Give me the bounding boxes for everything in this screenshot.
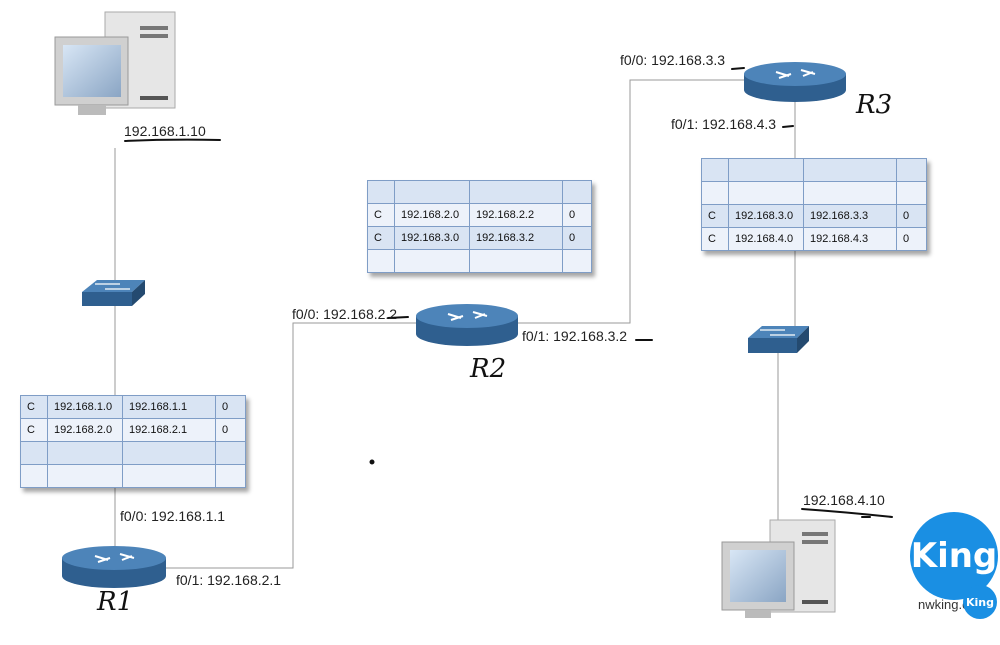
table-row: C 192.168.2.0 192.168.2.2 0 xyxy=(367,203,592,227)
table-row xyxy=(367,249,592,273)
r1-f01-label: f0/1: 192.168.2.1 xyxy=(176,572,282,588)
r3-name: R3 xyxy=(856,90,893,120)
table-row xyxy=(20,464,246,488)
handwritten-marks xyxy=(124,67,893,518)
switch-2-icon xyxy=(748,326,809,353)
king-mini-logo: King xyxy=(963,585,997,619)
r1-name: R1 xyxy=(97,587,134,617)
router-r3-icon xyxy=(744,62,846,102)
switch-1-icon xyxy=(82,280,145,306)
table-row: C 192.168.3.0 192.168.3.3 0 xyxy=(701,204,927,228)
r2-f00-label: f0/0: 192.168.2.2 xyxy=(292,306,398,322)
table-row: C 192.168.3.0 192.168.3.2 0 xyxy=(367,226,592,250)
table-row xyxy=(367,180,592,204)
table-row xyxy=(701,158,927,182)
pc-bottom-ip-label: 192.168.4.10 xyxy=(803,492,885,508)
table-row xyxy=(20,441,246,465)
r3-f00-label: f0/0: 192.168.3.3 xyxy=(620,52,726,68)
table-row: C 192.168.1.0 192.168.1.1 0 xyxy=(20,395,246,419)
router-r2-icon xyxy=(416,304,518,346)
table-row: C 192.168.2.0 192.168.2.1 0 xyxy=(20,418,246,442)
r1-f00-label: f0/0: 192.168.1.1 xyxy=(120,508,226,524)
king-logo: King xyxy=(910,512,998,600)
pc-top-icon xyxy=(54,11,176,115)
link-r1-r2 xyxy=(165,322,418,569)
r1-routing-table: C 192.168.1.0 192.168.1.1 0 C 192.168.2.… xyxy=(20,395,246,488)
pc-top-ip-label: 192.168.1.10 xyxy=(124,123,206,139)
r3-routing-table: C 192.168.3.0 192.168.3.3 0 C 192.168.4.… xyxy=(701,158,927,251)
router-r1-icon xyxy=(62,546,166,588)
r2-f01-label: f0/1: 192.168.3.2 xyxy=(522,328,628,344)
r2-name: R2 xyxy=(470,354,507,384)
link-r2-r3 xyxy=(518,79,744,324)
r3-f01-label: f0/1: 192.168.4.3 xyxy=(671,116,777,132)
pc-bottom-icon xyxy=(721,519,836,618)
r2-routing-table: C 192.168.2.0 192.168.2.2 0 C 192.168.3.… xyxy=(367,180,592,273)
table-row xyxy=(701,181,927,205)
table-row: C 192.168.4.0 192.168.4.3 0 xyxy=(701,227,927,251)
